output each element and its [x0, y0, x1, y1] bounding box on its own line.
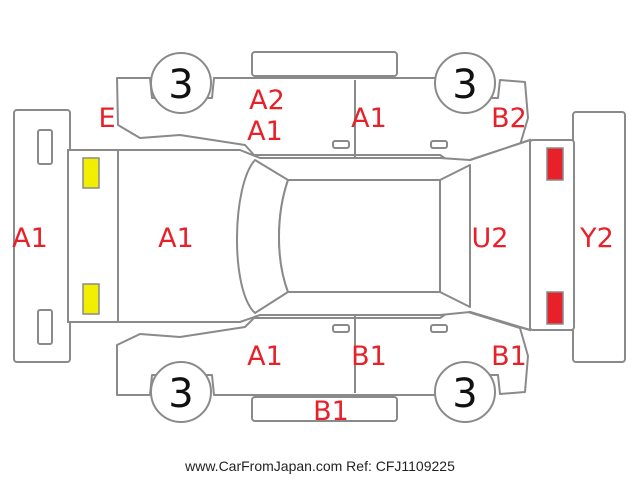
rear-right-light	[546, 291, 564, 325]
code-front-left-corner: E	[98, 103, 115, 134]
right-rocker-panel	[251, 396, 398, 422]
wheel-front-right: 3	[434, 52, 496, 114]
wheel-rear-right-value: 3	[452, 371, 477, 417]
code-front-right-fender: A1	[247, 341, 283, 372]
rear-left-light	[546, 147, 564, 181]
front-right-light	[82, 283, 100, 315]
wheel-rear-left: 3	[150, 361, 212, 423]
wheel-front-right-value: 3	[452, 62, 477, 108]
left-side-body	[116, 77, 529, 166]
code-rear-right-quarter: B1	[491, 341, 527, 372]
code-front-left-fender: A2	[249, 85, 285, 116]
footer-reference: www.CarFromJapan.com Ref: CFJ1109225	[184, 458, 455, 474]
code-rear-left-quarter: B2	[491, 103, 527, 134]
rear-light-housing	[529, 139, 575, 331]
wheel-front-left-value: 3	[168, 62, 193, 108]
code-rear-left-door: A1	[351, 103, 387, 134]
code-front-left-pillar: A1	[247, 116, 283, 147]
code-rear-right-door: B1	[351, 341, 387, 372]
code-rear-bumper: Y2	[579, 223, 614, 254]
code-tailgate: U2	[472, 223, 509, 254]
front-left-light	[82, 157, 100, 189]
left-rocker-panel	[251, 51, 398, 77]
code-hood: A1	[158, 223, 194, 254]
vehicle-top-view	[67, 138, 531, 332]
code-front-bumper: A1	[12, 223, 48, 254]
wheel-rear-right: 3	[434, 361, 496, 423]
wheel-front-left: 3	[150, 52, 212, 114]
wheel-rear-left-value: 3	[168, 371, 193, 417]
code-right-rocker: B1	[313, 396, 349, 427]
